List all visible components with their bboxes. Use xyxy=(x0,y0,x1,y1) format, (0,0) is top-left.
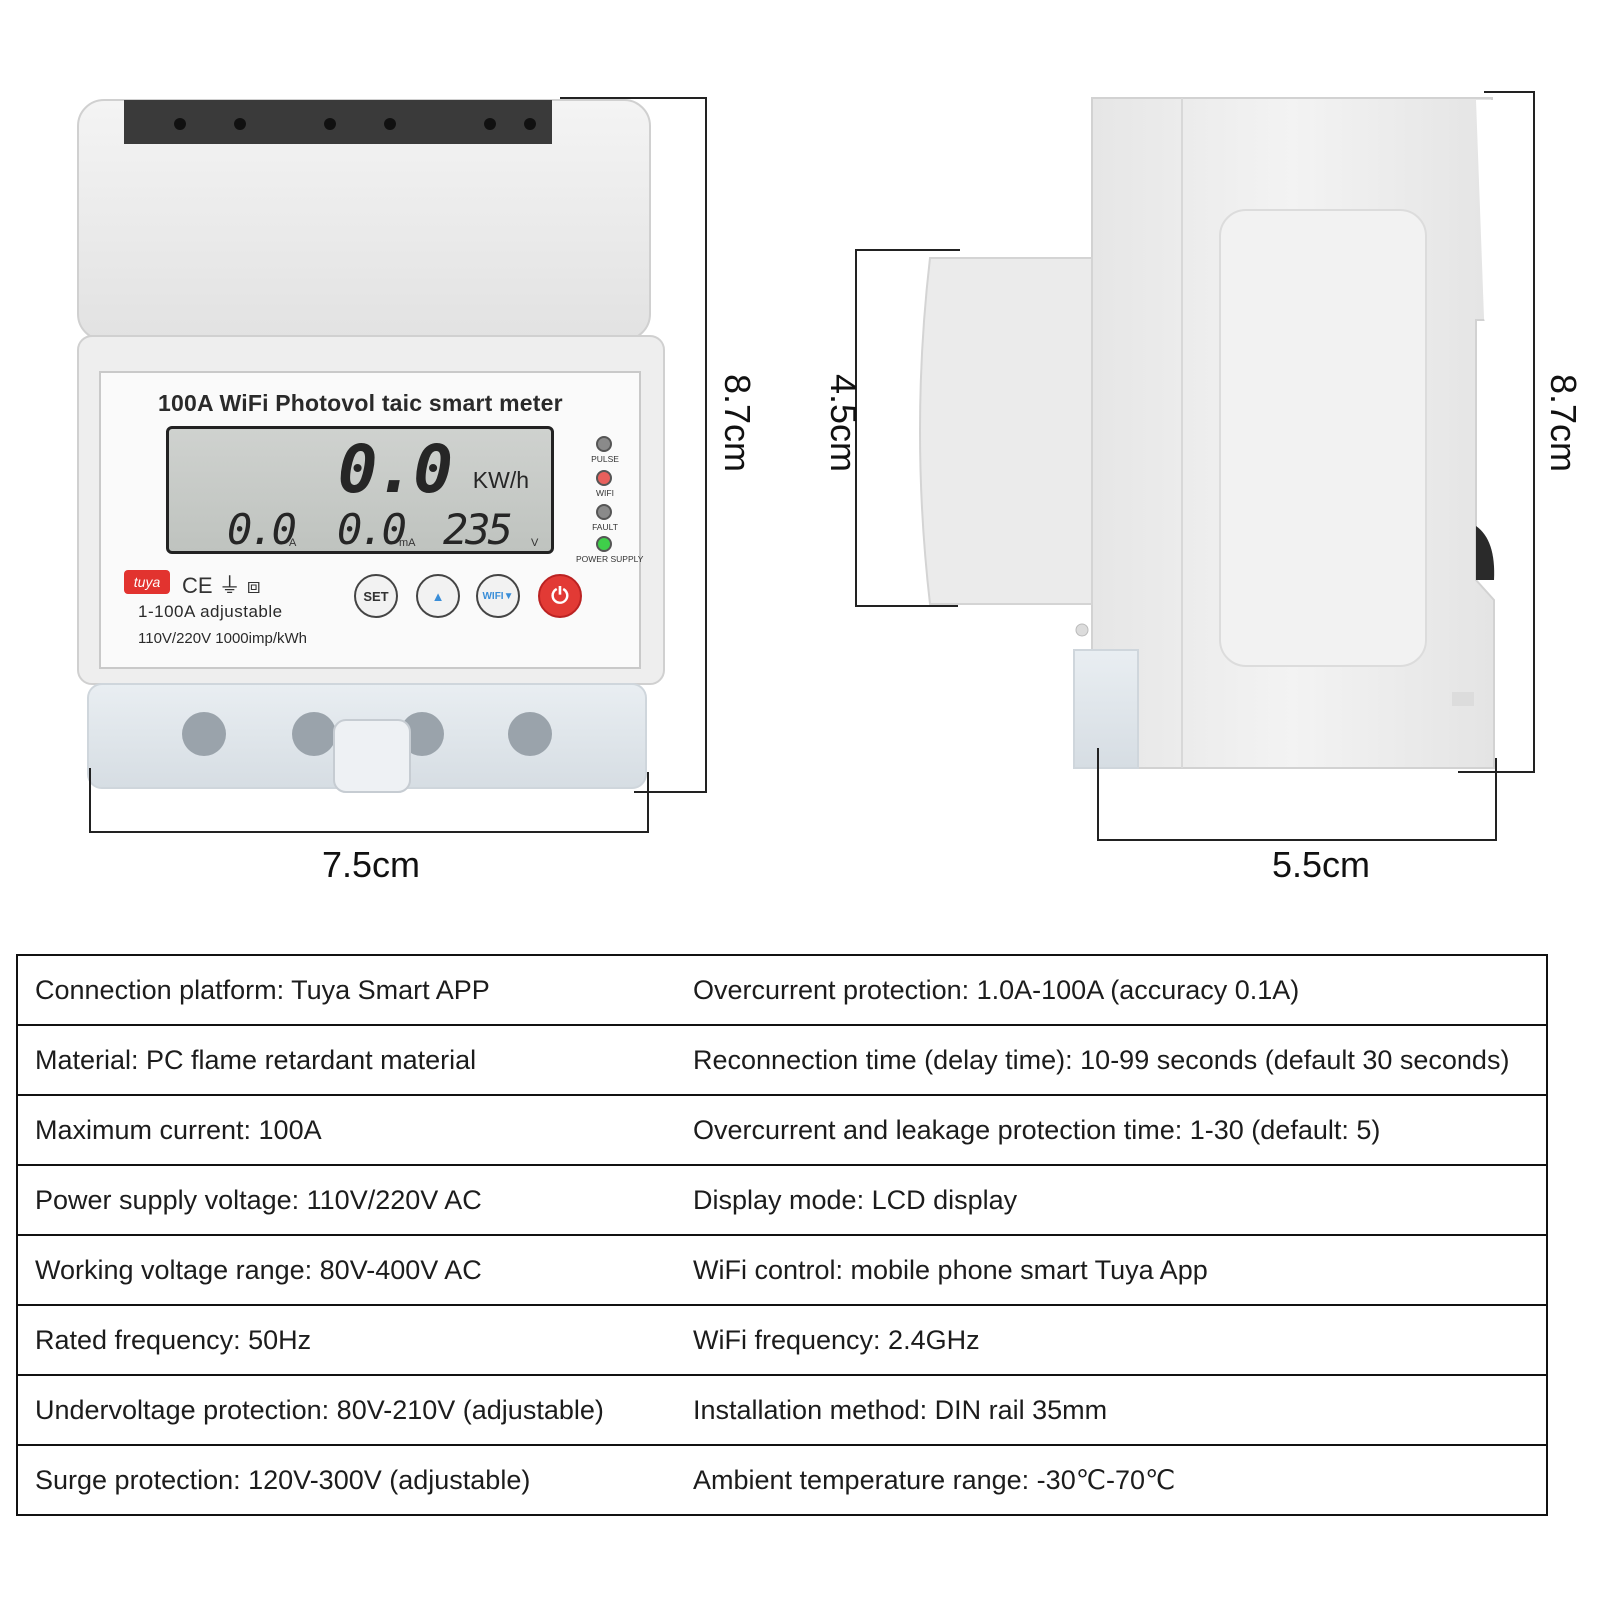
lcd-energy-value: 0.0 xyxy=(337,431,453,508)
lcd-display: 0.0 KW/h 0.0 A 0.0 mA 235 V xyxy=(166,426,554,554)
spec-cell: Overcurrent protection: 1.0A-100A (accur… xyxy=(693,954,1548,1026)
led-label-pulse: PULSE xyxy=(591,454,619,464)
spec-cell: Maximum current: 100A xyxy=(16,1094,693,1166)
wifi-button[interactable]: WIFI▼ xyxy=(476,574,520,618)
led-label-power: POWER SUPPLY xyxy=(576,554,644,564)
spec-cell: Reconnection time (delay time): 10-99 se… xyxy=(693,1024,1548,1096)
spec-cell: Connection platform: Tuya Smart APP xyxy=(16,954,693,1026)
up-button[interactable]: ▲ xyxy=(416,574,460,618)
spec-cell: WiFi control: mobile phone smart Tuya Ap… xyxy=(693,1234,1548,1306)
side-view xyxy=(855,91,1535,841)
power-button[interactable]: ⏻ xyxy=(538,574,582,618)
lcd-voltage-value: 235 xyxy=(443,505,513,554)
lcd-energy-unit: KW/h xyxy=(472,467,529,493)
front-width-label: 7.5cm xyxy=(322,844,421,885)
lcd-voltage-unit: V xyxy=(531,537,539,549)
table-row: Surge protection: 120V-300V (adjustable)… xyxy=(16,1444,1548,1516)
spec-cell: WiFi frequency: 2.4GHz xyxy=(693,1304,1548,1376)
panel-title: 100A WiFi Photovol taic smart meter xyxy=(158,390,563,416)
tuya-logo: tuya xyxy=(124,570,170,594)
lcd-current-unit: A xyxy=(289,537,297,549)
led-label-fault: FAULT xyxy=(592,522,618,532)
spec-cell: Surge protection: 120V-300V (adjustable) xyxy=(16,1444,693,1516)
lcd-leakage-value: 0.0 xyxy=(337,505,407,554)
spec-cell: Undervoltage protection: 80V-210V (adjus… xyxy=(16,1374,693,1446)
meter-front-panel: 100A WiFi Photovol taic smart meter 0.0 … xyxy=(102,374,644,666)
spec-cell: Working voltage range: 80V-400V AC xyxy=(16,1234,693,1306)
table-row: Undervoltage protection: 80V-210V (adjus… xyxy=(16,1374,1548,1446)
led-label-wifi: WIFI xyxy=(596,488,614,498)
product-figure: 100A WiFi Photovol taic smart meter 0.0 … xyxy=(77,91,1584,885)
front-height-label: 8.7cm xyxy=(717,374,758,473)
spec-cell: Overcurrent and leakage protection time:… xyxy=(693,1094,1548,1166)
set-button[interactable]: SET xyxy=(354,574,398,618)
spec-cell: Installation method: DIN rail 35mm xyxy=(693,1374,1548,1446)
lcd-current-value: 0.0 xyxy=(227,505,297,554)
side-depth-label: 4.5cm xyxy=(823,374,864,473)
spec-cell: Power supply voltage: 110V/220V AC xyxy=(16,1164,693,1236)
spec-cell: Rated frequency: 50Hz xyxy=(16,1304,693,1376)
power-led-icon xyxy=(596,536,612,552)
spec-cell: Material: PC flame retardant material xyxy=(16,1024,693,1096)
lcd-leakage-unit: mA xyxy=(399,537,416,549)
spec-cell: Ambient temperature range: -30℃-70℃ xyxy=(693,1444,1548,1516)
spec-cell: Display mode: LCD display xyxy=(693,1164,1548,1236)
certification-marks: CE ⏚ ⧈ xyxy=(182,573,261,598)
fault-led-icon xyxy=(596,504,612,520)
rating-text: 110V/220V 1000imp/kWh xyxy=(138,630,307,647)
side-width-label: 5.5cm xyxy=(1272,844,1371,885)
side-height-label: 8.7cm xyxy=(1543,374,1584,473)
wifi-led-icon xyxy=(596,470,612,486)
pulse-led-icon xyxy=(596,436,612,452)
adjustable-text: 1-100A adjustable xyxy=(138,602,283,621)
